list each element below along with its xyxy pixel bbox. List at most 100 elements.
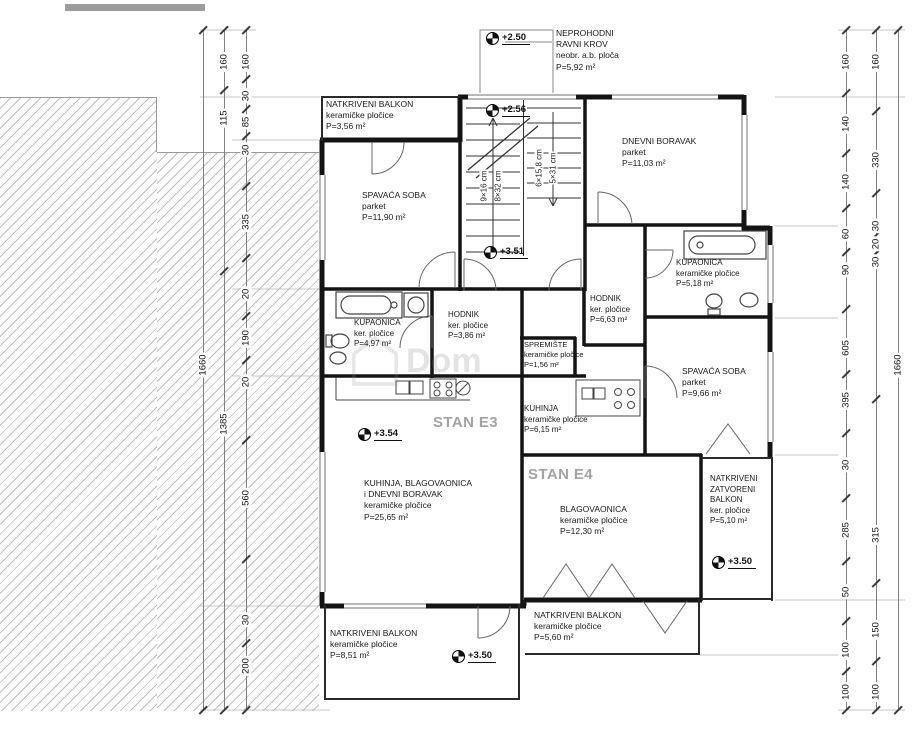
room-label-line: P=1,56 m² <box>524 359 559 369</box>
dim-label: 20 <box>870 236 882 252</box>
balcony-walls <box>321 96 773 700</box>
dim-label: 605 <box>840 338 852 358</box>
room-label-line: P=9,66 m² <box>682 388 722 399</box>
room-label-line: parket <box>362 201 386 212</box>
room-label-line: ker. pločice <box>590 304 631 314</box>
room-label-line: keramičke pločice <box>524 349 584 359</box>
room-label-line: NATKRIVENI BALKON <box>534 610 622 620</box>
dim-label: 160 <box>840 52 852 72</box>
stair-note: 6×15,8 cm <box>534 148 544 188</box>
hatched-terrain-right <box>157 152 319 711</box>
room-label-line: keramičke pločice <box>330 639 398 650</box>
room-label-line: ZATVORENI <box>710 484 756 494</box>
room-label-line: SPAVAĆA SOBA <box>362 190 426 200</box>
windows <box>318 93 774 610</box>
benchmark-icon <box>452 650 465 663</box>
neighbor-wall-bar <box>65 4 205 11</box>
room-label-line: P=8,51 m² <box>330 650 370 661</box>
room-label-line: keramičke pločice <box>326 110 394 121</box>
room-label-line: P=5,18 m² <box>676 279 714 289</box>
dim-label: 30 <box>240 88 252 104</box>
room-label-line: BALKON <box>710 495 743 505</box>
dim-label: 160 <box>218 52 230 72</box>
roof-outline <box>479 29 554 95</box>
dim-label: 60 <box>840 226 852 242</box>
room-label-line: DNEVNI BORAVAK <box>622 136 697 146</box>
level-marker: +3.50 <box>452 650 497 663</box>
room-label-line: SPREMIŠTE <box>524 340 568 349</box>
room-label-line: keramičke pločice <box>676 268 740 278</box>
dim-label: 100 <box>870 682 882 702</box>
dim-label: 160 <box>870 52 882 72</box>
level-marker: +2.56 <box>486 104 531 117</box>
room-label-line: ker. pločice <box>354 328 395 338</box>
room-label-line: parket <box>622 147 646 158</box>
benchmark-icon <box>712 556 725 569</box>
room-label-line: P=6,15 m² <box>524 425 562 435</box>
room-label-line: P=5,10 m² <box>710 516 748 526</box>
apartment-label-e3: STAN E3 <box>433 414 499 431</box>
dim-label: 330 <box>870 150 882 170</box>
dim-label: 85 <box>240 114 252 130</box>
level-marker: +3.51 <box>484 246 529 259</box>
stair-note: 5×31 cm <box>548 151 558 185</box>
level-marker: +3.50 <box>712 556 757 569</box>
dim-label: 100 <box>840 682 852 702</box>
benchmark-icon <box>484 246 497 259</box>
room-label-line: keramičke pločice <box>534 621 602 632</box>
stair-note: 8×32 cm <box>493 169 503 203</box>
room-label-line: P=25,65 m² <box>364 511 409 522</box>
benchmark-icon <box>358 428 371 441</box>
room-label-line: P=6,63 m² <box>590 315 628 325</box>
dimension-chain-right-outer <box>876 30 877 710</box>
room-label-line: KUPAONICA <box>354 318 401 327</box>
benchmark-icon <box>486 104 499 117</box>
room-label-line: HODNIK <box>590 294 622 303</box>
dim-label: 30 <box>870 254 882 270</box>
room-label-line: NEPROHODNI <box>556 28 614 38</box>
dim-label: 30 <box>240 142 252 158</box>
room-label-line: P=3,86 m² <box>448 331 486 341</box>
dim-label: 140 <box>840 172 852 192</box>
dim-label: 200 <box>240 656 252 676</box>
hatched-terrain-left <box>0 97 157 711</box>
dimension-chain-left-outer <box>224 30 225 710</box>
room-label-line: P=11,90 m² <box>362 212 406 223</box>
dimension-chain-left-inner <box>246 30 247 710</box>
dim-label: 150 <box>870 620 882 640</box>
dim-label: 190 <box>240 328 252 348</box>
dim-label: 1660 <box>892 352 904 378</box>
level-value: +2.56 <box>502 104 531 117</box>
room-label-line: i DNEVNI BORAVAK <box>364 489 443 500</box>
room-label-line: parket <box>682 377 706 388</box>
dim-label: 30 <box>870 218 882 234</box>
dim-label: 115 <box>218 108 230 128</box>
level-value: +3.50 <box>468 650 497 663</box>
dim-label: 1385 <box>218 411 230 437</box>
stair-note: 9×16 cm <box>479 169 489 203</box>
room-label-line: keramičke pločice <box>364 500 432 511</box>
extension-lines <box>200 29 905 711</box>
room-label-line: ker. pločice <box>448 320 489 330</box>
benchmark-icon <box>486 32 499 45</box>
dim-label: 30 <box>240 612 252 628</box>
room-label-line: P=5,60 m² <box>534 632 574 643</box>
dimension-chain-right-inner <box>846 30 847 710</box>
room-label-line: P=12,30 m² <box>560 526 605 537</box>
level-marker: +2.50 <box>486 32 531 45</box>
room-label-line: P=3,56 m² <box>326 121 366 132</box>
room-label-line: KUHINJA <box>524 404 559 413</box>
